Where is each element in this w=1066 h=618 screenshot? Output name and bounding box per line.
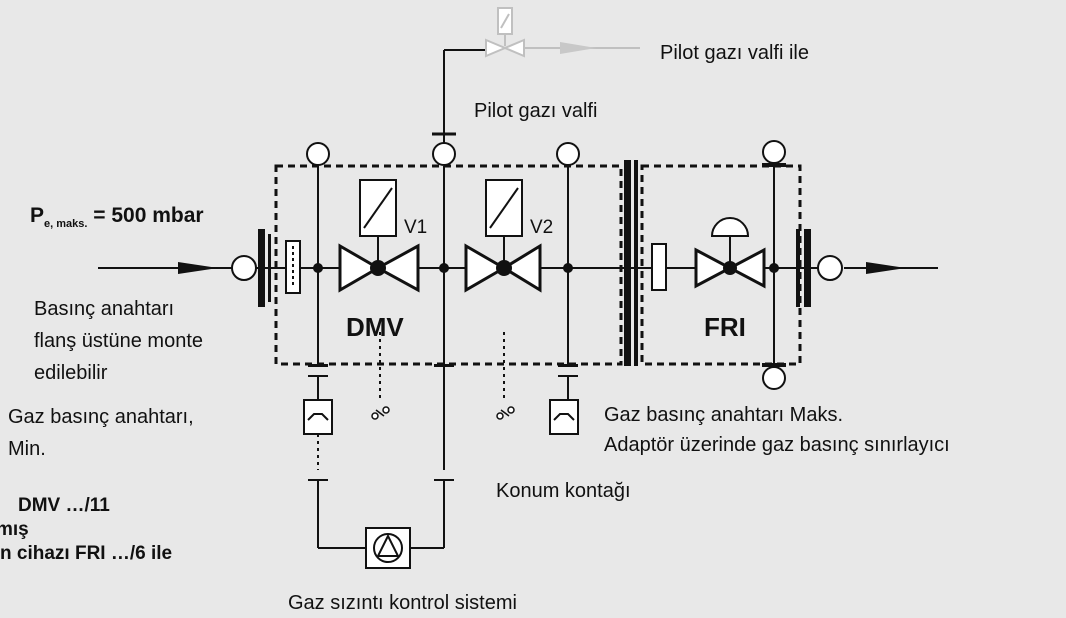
inlet-arrow [178,262,218,274]
flange-note-line-2: flanş üstüne monte [34,330,203,352]
valve-v1 [338,179,420,293]
position-contact-v1 [371,406,390,420]
pilot-outlet-arrow [560,42,596,54]
max-pressure-switch [549,399,579,435]
pressure-value: = 500 mbar [87,204,204,227]
junctions [313,263,779,273]
dmv-label: DMV [346,312,404,342]
pilot-valve-with [485,7,640,58]
pressure-subscript: e, maks. [44,218,88,231]
position-contact-label: Konum kontağı [496,480,631,502]
fri-regulator [694,217,766,289]
min-pressure-switch [303,399,333,435]
dotted-links [317,332,505,470]
test-nipples-top [306,140,786,390]
lower-connections [308,367,578,549]
v1-label: V1 [404,217,428,238]
flange-note-line-3: edilebilir [34,362,108,384]
position-contact-v2 [496,406,515,420]
leak-control-label: Gaz sızıntı kontrol sistemi [288,592,517,614]
bottom-left-line-1: DMV …/11 [18,495,110,516]
adapter-flange [624,160,638,366]
fri-label: FRI [704,312,746,342]
leak-control-unit [365,527,411,569]
v2-label: V2 [530,217,554,238]
pressure-symbol: P [30,204,45,227]
dmv-housing [274,164,623,366]
flange-note-line-1: Basınç anahtarı [34,298,175,320]
max-inlet-pressure: Pe, maks. = 500 mbar [30,204,204,230]
max-switch-line-1: Gaz basınç anahtarı Maks. [604,404,844,426]
bottom-left-line-2: mış [0,519,29,540]
outlet-arrow [866,262,906,274]
nipple-bars [308,163,786,367]
pilot-valve-with-label: Pilot gazı valfi ile [660,42,809,64]
min-switch-line-2: Min. [8,438,46,460]
outlet-flange [796,229,843,307]
bottom-left-line-3: n cihazı FRI …/6 ile [0,543,173,564]
min-switch-line-1: Gaz basınç anahtarı, [8,406,194,428]
valve-v2 [464,179,542,293]
pilot-valve-label: Pilot gazı valfi [474,100,598,122]
max-switch-line-2: Adaptör üzerinde gaz basınç sınırlayıcı [604,434,950,456]
inlet-flange [231,229,271,307]
orifice [651,243,667,291]
pilot-branch [432,49,485,143]
strainer [285,240,301,294]
